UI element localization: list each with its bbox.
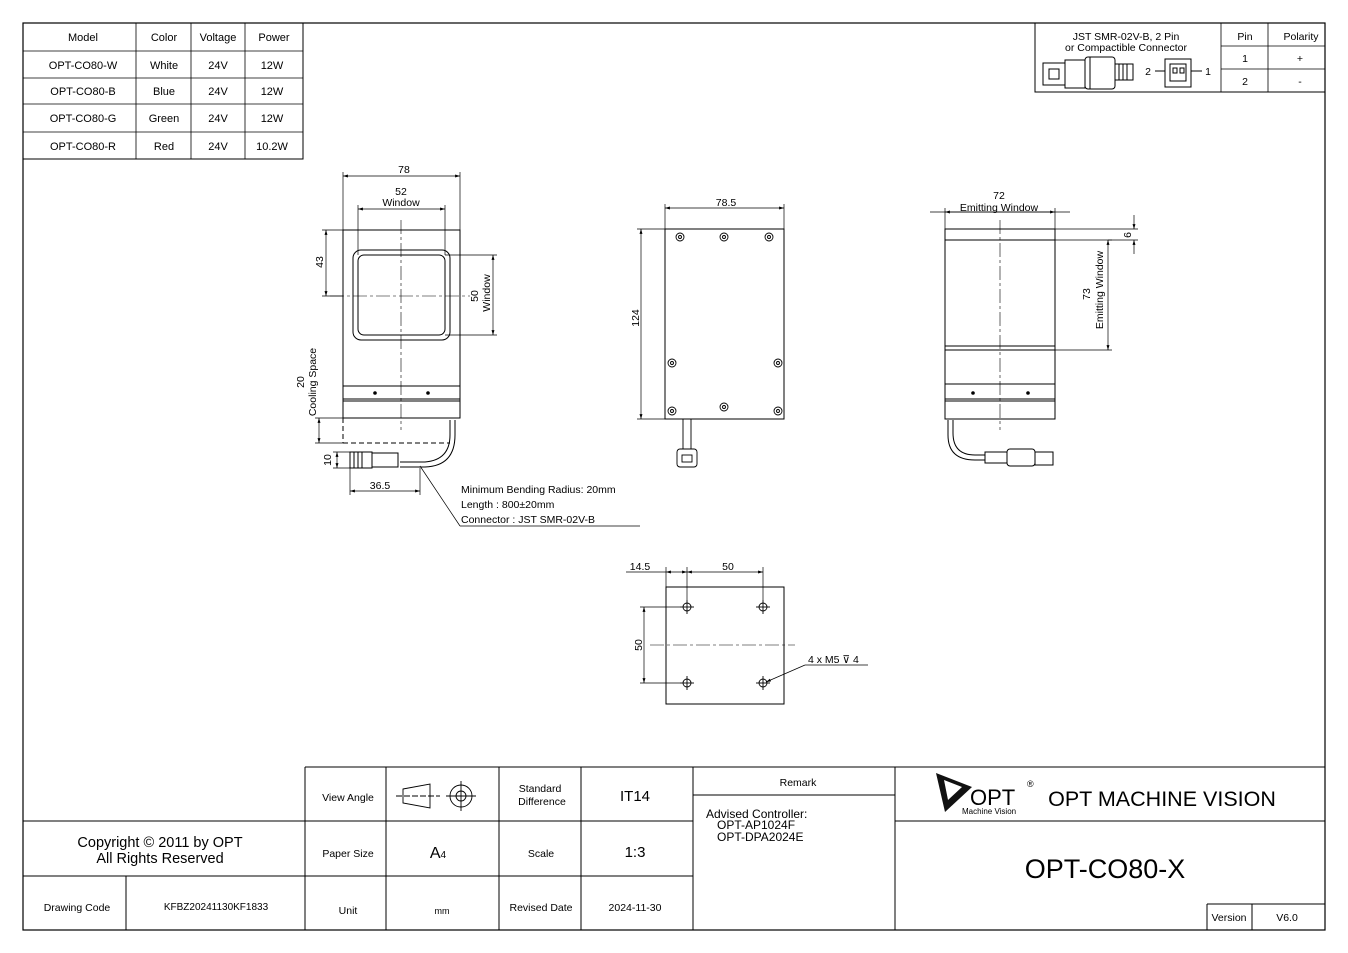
dim-emit-label: Emitting Window bbox=[960, 202, 1039, 214]
pin-cell: 2 bbox=[1242, 76, 1248, 88]
cell-model: OPT-CO80-B bbox=[50, 86, 115, 98]
connector-table: JST SMR-02V-B, 2 Pin or Compactible Conn… bbox=[1034, 22, 1326, 93]
cell-power: 12W bbox=[261, 113, 284, 125]
dim-top-offset: 6 bbox=[1122, 232, 1134, 238]
header-power: Power bbox=[258, 32, 290, 44]
cell-color: White bbox=[150, 60, 178, 72]
controller-item: OPT-AP1024F bbox=[717, 818, 795, 832]
logo-subtitle: Machine Vision bbox=[962, 807, 1016, 816]
header-model: Model bbox=[68, 32, 98, 44]
copyright-line-2: All Rights Reserved bbox=[96, 851, 223, 867]
polarity-cell: + bbox=[1297, 53, 1303, 65]
sheet-border bbox=[22, 22, 1326, 931]
header-voltage: Voltage bbox=[200, 32, 237, 44]
standard-diff-value: IT14 bbox=[620, 788, 650, 805]
unit-label: Unit bbox=[339, 905, 358, 917]
cell-voltage: 24V bbox=[208, 113, 228, 125]
logo-text: OPT bbox=[970, 785, 1015, 810]
front-view: 78 52 Window 43 50 Window 20 Cooling Spa… bbox=[295, 164, 640, 527]
dim-bottom-offset: 14.5 bbox=[630, 561, 651, 573]
paper-size-main: A bbox=[430, 845, 441, 862]
dim-window-label: Window bbox=[382, 197, 420, 209]
unit-value: mm bbox=[435, 906, 450, 916]
paper-size-sub: 4 bbox=[441, 850, 447, 861]
model-table: Model Color Voltage Power OPT-CO80-W Whi… bbox=[22, 22, 304, 160]
paper-size-value: A4 bbox=[430, 845, 447, 862]
cell-model: OPT-CO80-W bbox=[49, 60, 118, 72]
standard-diff-label-1: Standard bbox=[519, 783, 562, 795]
dim-window-height: 50 bbox=[469, 290, 481, 302]
pin-cell: 1 bbox=[1242, 53, 1248, 65]
side-view: 72 Emitting Window 73 Emitting Window 6 bbox=[930, 190, 1138, 467]
dim-window-width: 52 bbox=[395, 186, 407, 198]
connector-sketch bbox=[1042, 56, 1202, 90]
dim-window-label-v: Window bbox=[481, 274, 493, 312]
cell-voltage: 24V bbox=[208, 141, 228, 153]
polarity-cell: - bbox=[1298, 76, 1302, 88]
dim-hole-spacing-x: 50 bbox=[722, 561, 734, 573]
controller-label: Advised Controller: bbox=[706, 807, 807, 821]
header-color: Color bbox=[151, 32, 178, 44]
version-label: Version bbox=[1211, 912, 1246, 924]
opt-logo: OPT ® Machine Vision bbox=[936, 773, 1034, 816]
connector-title-1: JST SMR-02V-B, 2 Pin bbox=[1073, 31, 1180, 43]
revised-date-label: Revised Date bbox=[509, 902, 572, 914]
pin-header: Pin bbox=[1237, 31, 1252, 43]
cell-color: Green bbox=[149, 113, 180, 125]
dim-hole-spacing-y: 50 bbox=[633, 639, 645, 651]
dim-emit-label-v: Emitting Window bbox=[1094, 250, 1106, 329]
cable-note-length: Length : 800±20mm bbox=[461, 499, 555, 511]
company-name: OPT MACHINE VISION bbox=[1048, 787, 1276, 811]
cell-model: OPT-CO80-G bbox=[50, 113, 117, 125]
cell-voltage: 24V bbox=[208, 86, 228, 98]
revised-date: 2024-11-30 bbox=[609, 902, 662, 914]
dim-back-height: 124 bbox=[630, 309, 642, 327]
drawing-code-label: Drawing Code bbox=[44, 902, 111, 914]
dim-connector-height: 10 bbox=[322, 454, 334, 466]
pin-label-2: 2 bbox=[1145, 66, 1151, 78]
standard-diff-label-2: Difference bbox=[518, 796, 566, 808]
cell-color: Blue bbox=[153, 86, 175, 98]
dim-width: 78 bbox=[398, 164, 410, 176]
title-block: Copyright © 2011 by OPT All Rights Reser… bbox=[23, 766, 1325, 930]
cell-power: 10.2W bbox=[256, 141, 288, 153]
version-value: V6.0 bbox=[1276, 912, 1298, 924]
hole-note: 4 x M5 ⊽ 4 bbox=[808, 654, 859, 666]
remark-label: Remark bbox=[780, 777, 818, 789]
view-angle-label: View Angle bbox=[322, 792, 374, 804]
polarity-header: Polarity bbox=[1283, 31, 1319, 43]
cell-color: Red bbox=[154, 141, 174, 153]
logo-registered: ® bbox=[1027, 779, 1034, 789]
cell-power: 12W bbox=[261, 60, 284, 72]
controller-item: OPT-DPA2024E bbox=[717, 830, 803, 844]
cell-voltage: 24V bbox=[208, 60, 228, 72]
cable-note-connector: Connector : JST SMR-02V-B bbox=[461, 514, 595, 526]
dim-offset-top: 43 bbox=[314, 256, 326, 268]
drawing-code: KFBZ20241130KF1833 bbox=[164, 902, 269, 913]
scale-label: Scale bbox=[528, 848, 554, 860]
bottom-view: 14.5 50 50 4 x M5 ⊽ 4 bbox=[626, 561, 868, 705]
cable-note-bending: Minimum Bending Radius: 20mm bbox=[461, 484, 616, 496]
copyright-line-1: Copyright © 2011 by OPT bbox=[77, 835, 242, 851]
product-name: OPT-CO80-X bbox=[1025, 854, 1186, 884]
dim-cooling-label: Cooling Space bbox=[307, 348, 319, 416]
cell-power: 12W bbox=[261, 86, 284, 98]
projection-symbol-icon bbox=[396, 781, 476, 811]
connector-title-2: or Compactible Connector bbox=[1065, 42, 1187, 54]
dim-emit-width: 72 bbox=[993, 190, 1005, 202]
pin-label-1: 1 bbox=[1205, 66, 1211, 78]
cell-model: OPT-CO80-R bbox=[50, 141, 116, 153]
paper-size-label: Paper Size bbox=[322, 848, 374, 860]
dim-emit-height: 73 bbox=[1081, 288, 1093, 300]
back-view: 78.5 124 bbox=[630, 197, 785, 468]
dim-back-width: 78.5 bbox=[716, 197, 737, 209]
dim-connector-offset: 36.5 bbox=[370, 480, 391, 492]
dim-cooling-value: 20 bbox=[295, 376, 307, 388]
scale-value: 1:3 bbox=[625, 844, 646, 861]
